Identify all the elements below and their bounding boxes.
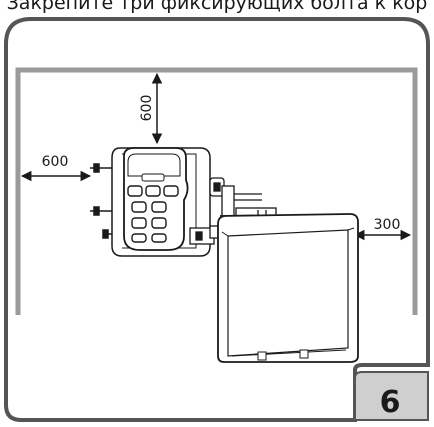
- top-dimension-label: 600: [139, 95, 155, 122]
- left-dimension-label: 600: [42, 154, 69, 170]
- instruction-text: Закрепите три фиксирующих болта к кор: [6, 0, 428, 13]
- keypad-buttons: [127, 185, 179, 243]
- mounting-bolts: [90, 163, 116, 239]
- figure-number: 6: [380, 385, 401, 420]
- outer-frame: [4, 17, 430, 422]
- room-walls: [15, 67, 418, 315]
- figure-number-tab: [354, 371, 429, 421]
- right-dimension-label: 300: [374, 217, 401, 233]
- shaft-assembly: [189, 177, 277, 245]
- machine-top-view: [90, 147, 359, 363]
